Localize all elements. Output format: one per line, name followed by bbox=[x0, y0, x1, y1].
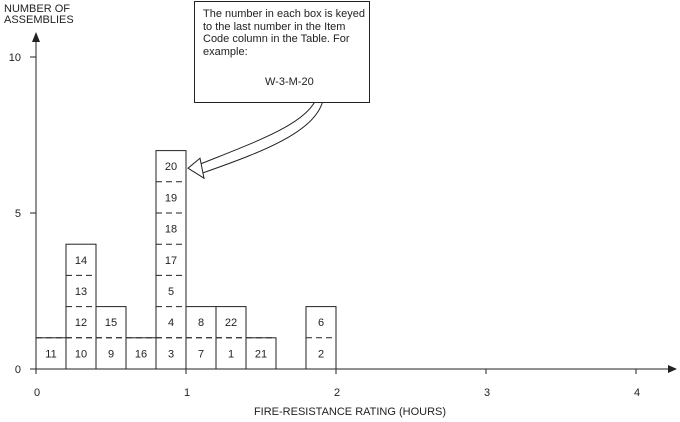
bar-segment-label: 15 bbox=[105, 317, 117, 329]
bar-segment-label: 5 bbox=[168, 286, 174, 298]
y-tick-label: 5 bbox=[15, 208, 21, 220]
bar-segment-label: 6 bbox=[318, 317, 324, 329]
bar-segment-label: 13 bbox=[75, 286, 87, 298]
bar-segment-label: 10 bbox=[75, 348, 87, 360]
x-axis-arrow bbox=[668, 365, 677, 373]
bar-segment-label: 8 bbox=[198, 317, 204, 329]
callout-text: The number in each box is keyed to the l… bbox=[203, 8, 366, 58]
bar-segment-label: 18 bbox=[165, 224, 177, 236]
bar-segment-label: 19 bbox=[165, 192, 177, 204]
y-tick-label: 0 bbox=[15, 364, 21, 376]
x-tick-label: 3 bbox=[484, 387, 490, 399]
x-tick-label: 4 bbox=[634, 387, 640, 399]
y-axis-label-line-1: NUMBER OF bbox=[4, 3, 70, 15]
y-axis-label: NUMBER OF ASSEMBLIES bbox=[4, 4, 74, 26]
bar-segment-label: 12 bbox=[75, 317, 87, 329]
y-tick-label: 10 bbox=[9, 52, 21, 64]
bar-segment-label: 17 bbox=[165, 255, 177, 267]
bar bbox=[35, 337, 67, 370]
bar-segment-label: 1 bbox=[228, 348, 234, 360]
callout-example: W-3-M-20 bbox=[265, 76, 314, 88]
bar-segment-label: 20 bbox=[165, 161, 177, 173]
y-axis-arrow bbox=[32, 32, 40, 42]
bar-segment-label: 11 bbox=[45, 348, 56, 360]
bars: 11 10 12 13 14 9 15 16 3 4 5 17 18 19 20 7 8 1 22 21 2 6 bbox=[35, 150, 337, 370]
y-axis-label-line-2: ASSEMBLIES bbox=[4, 14, 74, 26]
bar-segment-label: 4 bbox=[168, 317, 174, 329]
bar-segment-label: 22 bbox=[225, 317, 237, 329]
bar-segment-label: 9 bbox=[108, 348, 114, 360]
x-tick-label: 1 bbox=[184, 387, 190, 399]
x-tick-label: 0 bbox=[34, 387, 40, 399]
callout-arrow-head bbox=[187, 157, 205, 180]
bar-segment-label: 3 bbox=[168, 348, 174, 360]
callout-box: The number in each box is keyed to the l… bbox=[194, 1, 370, 103]
bar bbox=[245, 337, 277, 370]
bar-segment-label: 7 bbox=[198, 348, 204, 360]
bar-segment-label: 2 bbox=[318, 348, 324, 360]
x-tick-label: 2 bbox=[334, 387, 340, 399]
bar-segment-label: 16 bbox=[135, 348, 147, 360]
x-axis-label: FIRE-RESISTANCE RATING (HOURS) bbox=[253, 406, 447, 418]
bar bbox=[155, 150, 187, 370]
bar-segment-label: 14 bbox=[75, 255, 87, 267]
bar-segment-label: 21 bbox=[255, 348, 267, 360]
